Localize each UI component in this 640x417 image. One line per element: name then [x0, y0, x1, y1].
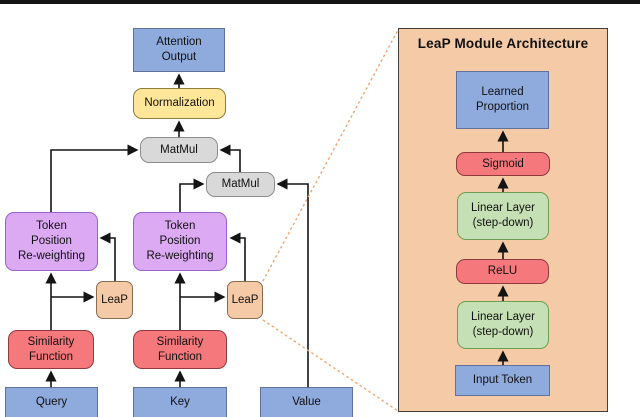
input-token-label: Input Token	[472, 374, 533, 387]
matmul-top-node: MatMul	[140, 137, 218, 163]
token-position-reweighting-label-1: Token Position Re-weighting	[17, 220, 86, 262]
matmul-mid-node: MatMul	[206, 172, 275, 197]
similarity-function-label-2: Similarity Function	[156, 335, 204, 363]
learned-proportion-label: Learned Proportion	[475, 86, 530, 113]
token-position-reweighting-label-2: Token Position Re-weighting	[146, 220, 214, 262]
query-node: Query	[5, 387, 98, 417]
key-label: Key	[170, 396, 190, 409]
token-position-reweighting-node-2: Token Position Re-weighting	[133, 212, 227, 271]
normalization-node: Normalization	[133, 88, 226, 119]
attention-output-label: Attention Output	[156, 36, 202, 63]
learned-proportion-node: Learned Proportion	[456, 71, 549, 129]
linear-layer-bottom-node: Linear Layer (step-down)	[457, 301, 549, 349]
matmul-top-label: MatMul	[160, 143, 198, 156]
similarity-function-node-2: Similarity Function	[133, 330, 227, 369]
zoom-callout-dashed-lines	[262, 29, 399, 412]
attention-output-node: Attention Output	[133, 28, 225, 72]
sigmoid-node: Sigmoid	[456, 152, 550, 176]
query-label: Query	[35, 396, 68, 409]
similarity-function-label-1: Similarity Function	[27, 335, 75, 363]
matmul-mid-label: MatMul	[221, 178, 260, 191]
similarity-function-node-1: Similarity Function	[8, 330, 94, 369]
linear-layer-bottom-label: Linear Layer (step-down)	[471, 311, 535, 338]
figure-top-border	[0, 0, 640, 4]
leap-node-2: LeaP	[227, 281, 263, 319]
sigmoid-label: Sigmoid	[482, 157, 524, 170]
panel-title: LeaP Module Architecture	[417, 36, 589, 51]
input-token-node: Input Token	[455, 365, 550, 396]
key-node: Key	[133, 387, 227, 417]
leap-label-2: LeaP	[231, 293, 259, 306]
leap-node-1: LeaP	[96, 281, 133, 319]
value-node: Value	[260, 387, 353, 417]
relu-node: ReLU	[456, 259, 549, 284]
normalization-label: Normalization	[144, 97, 215, 110]
token-position-reweighting-node-1: Token Position Re-weighting	[5, 212, 98, 271]
linear-layer-top-node: Linear Layer (step-down)	[457, 192, 549, 240]
value-label: Value	[292, 396, 321, 409]
relu-label: ReLU	[487, 265, 518, 278]
linear-layer-top-label: Linear Layer (step-down)	[471, 202, 535, 229]
leap-label-1: LeaP	[101, 293, 128, 306]
